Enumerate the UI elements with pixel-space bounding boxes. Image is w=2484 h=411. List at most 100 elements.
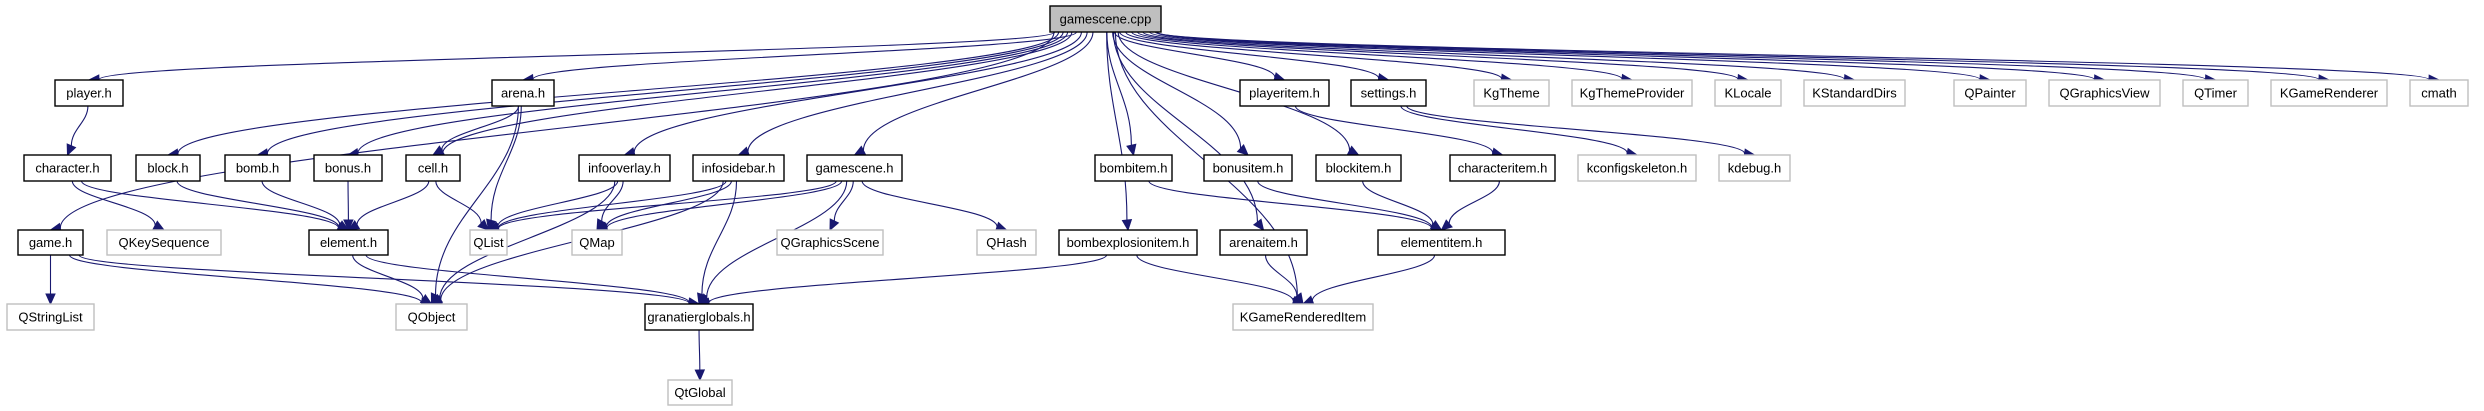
node-box <box>6 303 95 331</box>
node-label: playeritem.h <box>1249 86 1320 101</box>
edge-granatierglobals-h-to-qtglobal <box>698 329 701 371</box>
edge-gamescene-cpp-to-gamescene-h <box>862 31 1094 151</box>
edge-infosidebar-h-to-granatierglobals-h <box>701 180 738 295</box>
node-box[interactable] <box>1377 229 1506 256</box>
node-label: settings.h <box>1361 86 1417 101</box>
node-label: QtGlobal <box>674 385 725 400</box>
node-granatierglobals-h[interactable]: granatierglobals.h <box>644 303 754 331</box>
node-character-h[interactable]: character.h <box>23 154 112 182</box>
edge-gamescene-cpp-to-player-h <box>98 31 1056 80</box>
edge-block-h-to-element-h <box>176 180 340 228</box>
node-characteritem-h[interactable]: characteritem.h <box>1449 154 1556 182</box>
node-gamescene-cpp[interactable]: gamescene.cpp <box>1049 5 1162 33</box>
node-infosidebar-h[interactable]: infosidebar.h <box>692 154 785 182</box>
edge-element-h-to-qobject <box>352 254 424 299</box>
node-box[interactable] <box>1315 154 1402 182</box>
node-infooverlay-h[interactable]: infooverlay.h <box>578 154 671 182</box>
node-label: KStandardDirs <box>1812 86 1897 101</box>
edge-bombexplosionitem-h-to-granatierglobals-h <box>708 254 1108 304</box>
edge-elementitem-h-to-kgamerendereditem <box>1311 254 1436 301</box>
node-cell-h[interactable]: cell.h <box>405 154 461 182</box>
node-arenaitem-h[interactable]: arenaitem.h <box>1219 229 1308 256</box>
node-label: elementitem.h <box>1401 235 1483 250</box>
node-label: QKeySequence <box>118 235 209 250</box>
node-bomb-h[interactable]: bomb.h <box>224 154 291 182</box>
node-box[interactable] <box>578 154 671 182</box>
node-box[interactable] <box>1350 79 1427 107</box>
node-box[interactable] <box>405 154 461 182</box>
node-box <box>1232 303 1374 331</box>
arrowhead-icon <box>343 219 354 232</box>
node-box[interactable] <box>692 154 785 182</box>
edge-character-h-to-element-h <box>81 180 340 229</box>
node-box[interactable] <box>17 229 84 256</box>
node-gamescene-h[interactable]: gamescene.h <box>806 154 903 182</box>
edge-settings-h-to-kconfigskeleton-h <box>1400 105 1628 154</box>
node-label: game.h <box>29 235 72 250</box>
node-elementitem-h[interactable]: elementitem.h <box>1377 229 1506 256</box>
node-arena-h[interactable]: arena.h <box>491 79 555 107</box>
node-box[interactable] <box>491 79 555 107</box>
edge-infooverlay-h-to-qobject <box>439 180 616 299</box>
node-label: kconfigskeleton.h <box>1587 161 1687 176</box>
node-box <box>976 229 1037 256</box>
node-box[interactable] <box>54 79 124 107</box>
arrowhead-icon <box>1236 144 1249 156</box>
node-box <box>1714 79 1782 107</box>
edge-gamescene-h-to-qhash <box>861 180 998 227</box>
node-label: QMap <box>579 235 614 250</box>
node-blockitem-h[interactable]: blockitem.h <box>1315 154 1402 182</box>
node-box[interactable] <box>1058 229 1198 256</box>
node-label: QList <box>473 235 504 250</box>
node-box <box>776 229 884 256</box>
node-box[interactable] <box>806 154 903 182</box>
edge-arena-h-to-qobject <box>434 105 519 295</box>
node-box[interactable] <box>1094 154 1173 182</box>
node-box <box>1718 154 1791 182</box>
node-box[interactable] <box>1449 154 1556 182</box>
node-box[interactable] <box>644 303 754 331</box>
node-block-h[interactable]: block.h <box>135 154 201 182</box>
arrowhead-icon <box>1429 219 1443 231</box>
node-bonusitem-h[interactable]: bonusitem.h <box>1203 154 1293 182</box>
node-label: QPainter <box>1964 86 2016 101</box>
node-game-h[interactable]: game.h <box>17 229 84 256</box>
node-box[interactable] <box>23 154 112 182</box>
edge-infooverlay-h-to-qlist <box>497 180 619 227</box>
edge-gamescene-h-to-qlist <box>497 180 837 230</box>
node-settings-h[interactable]: settings.h <box>1350 79 1427 107</box>
node-player-h[interactable]: player.h <box>54 79 124 107</box>
node-bombitem-h[interactable]: bombitem.h <box>1094 154 1173 182</box>
edge-bombitem-h-to-elementitem-h <box>1148 180 1433 229</box>
edge-cell-h-to-qlist <box>435 180 482 224</box>
node-qtglobal: QtGlobal <box>667 379 733 406</box>
node-qkeysequence: QKeySequence <box>106 229 222 256</box>
node-box[interactable] <box>135 154 201 182</box>
arrowhead-icon <box>45 293 56 306</box>
node-bonus-h[interactable]: bonus.h <box>313 154 383 182</box>
node-box[interactable] <box>1239 79 1330 107</box>
node-klocale: KLocale <box>1714 79 1782 107</box>
node-playeritem-h[interactable]: playeritem.h <box>1239 79 1330 107</box>
node-box[interactable] <box>1049 5 1162 33</box>
node-box[interactable] <box>1219 229 1308 256</box>
node-label: gamescene.cpp <box>1060 12 1152 27</box>
node-box[interactable] <box>308 229 389 256</box>
edge-gamescene-cpp-to-kstandarddirs <box>1142 31 1846 80</box>
node-kconfigskeleton-h: kconfigskeleton.h <box>1577 154 1697 182</box>
node-element-h[interactable]: element.h <box>308 229 389 256</box>
node-bombexplosionitem-h[interactable]: bombexplosionitem.h <box>1058 229 1198 256</box>
node-box[interactable] <box>1203 154 1293 182</box>
node-label: KGameRenderer <box>2280 86 2379 101</box>
edge-bonusitem-h-to-elementitem-h <box>1257 180 1433 228</box>
node-box <box>1953 79 2027 107</box>
node-box <box>1571 79 1693 107</box>
arrowhead-icon <box>1121 218 1133 232</box>
edge-gamescene-h-to-qgraphicsscene <box>833 180 854 221</box>
node-label: QGraphicsScene <box>781 235 880 250</box>
node-label: bonusitem.h <box>1213 161 1284 176</box>
edge-character-h-to-qkeysequence <box>71 180 156 226</box>
node-box[interactable] <box>224 154 291 182</box>
node-box[interactable] <box>313 154 383 182</box>
